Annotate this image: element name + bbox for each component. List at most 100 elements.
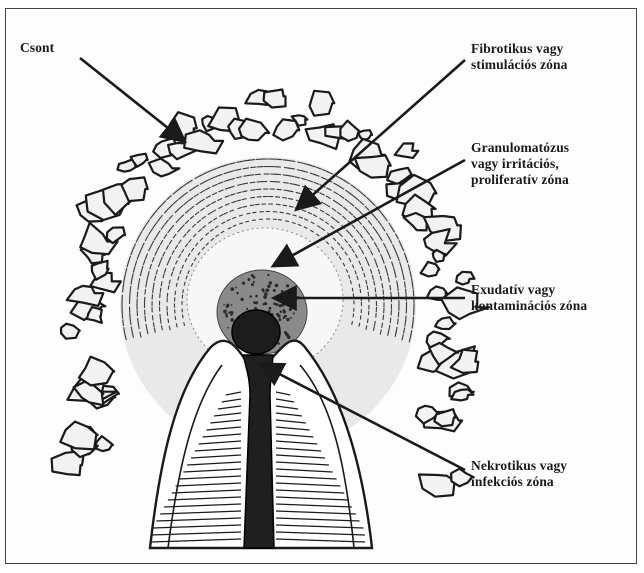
bone-fragment [264, 90, 286, 108]
hatch-mark [252, 212, 256, 213]
exudate-dot [247, 278, 250, 281]
bone-fragment [95, 436, 113, 451]
hatch-mark [368, 292, 369, 297]
label-exudative-zone: Exudatív vagy kontaminációs zóna [471, 282, 587, 314]
exudate-dot [253, 276, 256, 279]
hatch-mark [280, 212, 284, 213]
hatch-mark [168, 319, 169, 324]
exudate-dot [280, 311, 283, 314]
hatch-mark [360, 289, 361, 293]
hatch-mark [130, 313, 131, 319]
hatch-mark [250, 182, 256, 183]
label-necrotic-line1: Nekrotikus vagy [471, 458, 567, 474]
exudate-dot [286, 318, 289, 321]
exudate-dot [231, 304, 233, 306]
exudate-dot [281, 290, 284, 293]
label-fibrotic-line2: stimulációs zóna [471, 57, 567, 73]
exudate-dot [251, 283, 254, 286]
hatch-mark [153, 315, 154, 320]
hatch-mark [122, 312, 123, 319]
hatch-mark [183, 314, 184, 318]
hatch-mark [375, 287, 376, 292]
hatch-mark [255, 204, 260, 205]
exudate-dot [278, 318, 281, 321]
exudate-dot [264, 292, 268, 296]
exudate-dot [289, 308, 292, 311]
hatch-mark [160, 288, 161, 293]
exudate-dot [235, 287, 237, 289]
label-necrotic-zone: Nekrotikus vagy infekciós zóna [471, 458, 567, 490]
exudate-dot [275, 284, 279, 288]
bone-fragment [340, 121, 361, 141]
exudate-dot [236, 292, 238, 294]
hatch-mark [383, 290, 384, 295]
exudate-dot [240, 298, 243, 301]
hatch-mark [367, 318, 368, 323]
bone-fragment [107, 227, 125, 243]
hatch-mark [413, 290, 414, 297]
exudate-dot [253, 281, 255, 283]
exudate-dot [283, 309, 286, 312]
label-fibrotic-line1: Fibrotikus vagy [471, 41, 567, 57]
hatch-mark [278, 220, 282, 221]
bone-fragment [61, 324, 80, 339]
exudate-dot [230, 287, 234, 291]
exudate-dot [265, 288, 269, 292]
exudate-dot [242, 281, 245, 284]
label-granulomatous-line1: Granulomatózus [471, 140, 569, 156]
exudate-dot [264, 302, 267, 305]
hatch-mark [275, 197, 280, 198]
hatch-mark [390, 318, 391, 324]
exudate-dot [226, 305, 229, 308]
exudate-dot [223, 310, 226, 313]
exudate-dot [277, 314, 280, 317]
label-csont: Csont [20, 40, 54, 56]
exudate-dot [230, 311, 234, 315]
exudate-dot [269, 307, 272, 310]
hatch-mark [250, 197, 255, 198]
exudate-dot [267, 274, 269, 276]
exudate-dot [263, 290, 265, 292]
hatch-mark [175, 316, 176, 320]
label-exudative-line2: kontaminációs zóna [471, 298, 587, 314]
hatch-mark [353, 314, 354, 318]
hatch-mark [160, 319, 161, 324]
exudate-dot [246, 308, 248, 310]
exudate-dot [231, 314, 233, 316]
bone-fragment [79, 357, 114, 386]
exudate-dot [249, 295, 252, 298]
exudate-dot [293, 312, 295, 314]
exudate-dot [226, 315, 228, 317]
hatch-mark [283, 205, 288, 206]
hatch-mark [145, 289, 146, 295]
hatch-mark [183, 289, 184, 293]
label-exudative-line1: Exudatív vagy [471, 282, 587, 298]
exudate-dot [286, 284, 289, 287]
hatch-mark [383, 315, 384, 320]
arrow-csont [80, 58, 183, 140]
necrotic-zone [232, 310, 280, 354]
bone-fragment [310, 91, 335, 116]
label-fibrotic-zone: Fibrotikus vagy stimulációs zóna [471, 41, 567, 73]
exudate-dot [288, 336, 291, 339]
hatch-mark [145, 316, 146, 322]
hatch-mark [391, 292, 392, 298]
label-granulomatous-line3: proliferatív zóna [471, 172, 569, 188]
label-granulomatous-line2: vagy irritációs, [471, 156, 569, 172]
hatch-mark [360, 315, 361, 319]
bone-fragment [395, 143, 419, 158]
hatch-mark [352, 321, 353, 325]
hatch-mark [250, 167, 256, 168]
hatch-mark [130, 286, 131, 292]
bone-fragment [435, 317, 456, 329]
exudate-dot [273, 302, 276, 305]
exudate-dot [283, 316, 286, 319]
exudate-dot [230, 318, 234, 322]
hatch-mark [175, 291, 176, 295]
hatch-mark [390, 285, 391, 291]
hatch-mark [252, 220, 256, 221]
exudate-dot [267, 285, 271, 289]
hatch-mark [406, 289, 407, 295]
bone-fragment [149, 159, 180, 177]
